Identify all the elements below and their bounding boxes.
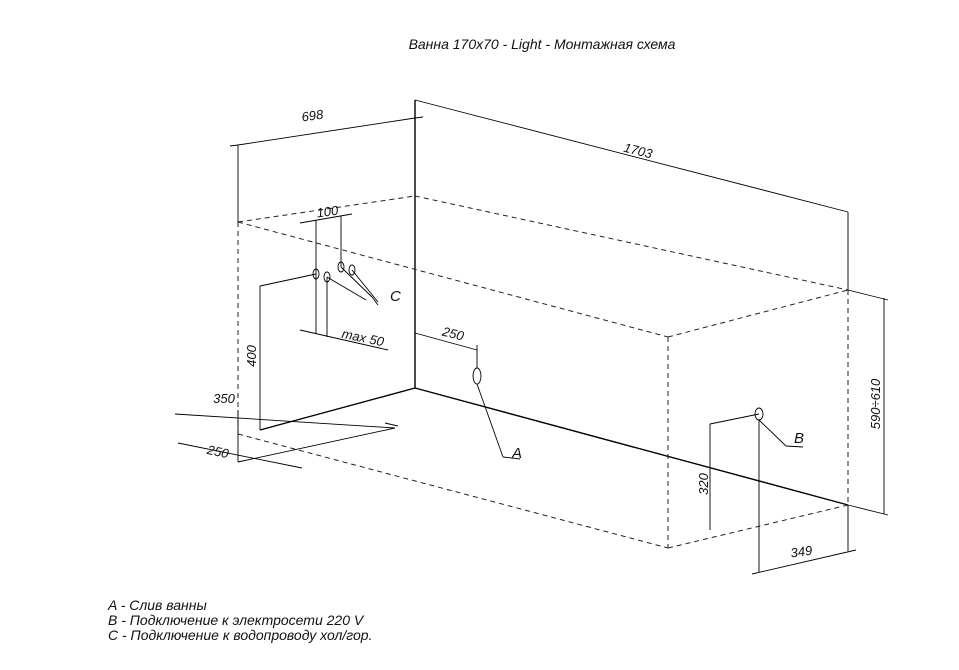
dimension-drain-offset-label: 250 bbox=[440, 323, 466, 343]
dimension-length-label: 1703 bbox=[622, 140, 654, 162]
dimension-left-offset bbox=[177, 427, 396, 469]
dimension-total-height-label: 590÷610 bbox=[868, 378, 883, 429]
legend-item-b: B - Подключение к электросети 220 V bbox=[108, 612, 364, 628]
bathtub-outline bbox=[237, 195, 849, 549]
dimension-power-offset-label: 349 bbox=[790, 543, 814, 561]
dimension-depth-left-label: 350 bbox=[213, 391, 235, 406]
legend: A - Слив ванны B - Подключение к электро… bbox=[108, 598, 372, 643]
dimension-max-offset-label: max 50 bbox=[341, 326, 387, 350]
dimension-length bbox=[414, 99, 849, 290]
dimension-left-offset-label: 250 bbox=[205, 442, 231, 462]
diagram-title: Ванна 170х70 - Light - Монтажная схема bbox=[409, 36, 676, 52]
dimension-power-height-label: 320 bbox=[696, 472, 711, 494]
legend-item-a: A - Слив ванны bbox=[108, 597, 207, 613]
dimension-power-height bbox=[709, 413, 760, 530]
legend-item-c: C - Подключение к водопроводу хол/гор. bbox=[108, 627, 373, 643]
dimension-pipe-spacing bbox=[299, 213, 353, 274]
room-corner bbox=[259, 100, 849, 506]
dimension-max-offset bbox=[299, 274, 389, 351]
dimension-pipe-spacing-label: 100 bbox=[316, 203, 340, 221]
water-inlets bbox=[312, 261, 379, 306]
dimension-depth-left bbox=[174, 410, 399, 434]
dimension-drain-offset bbox=[414, 332, 478, 368]
label-b: B bbox=[794, 430, 804, 447]
dimension-total-height bbox=[847, 289, 889, 516]
dimension-inlet-height-label: 400 bbox=[244, 344, 259, 366]
dimension-width-label: 698 bbox=[301, 107, 325, 125]
label-c: C bbox=[390, 288, 401, 305]
dimension-width bbox=[229, 116, 424, 222]
label-a: A bbox=[511, 445, 522, 462]
dimension-power-offset bbox=[751, 420, 857, 575]
dimension-inlet-height bbox=[259, 273, 317, 430]
